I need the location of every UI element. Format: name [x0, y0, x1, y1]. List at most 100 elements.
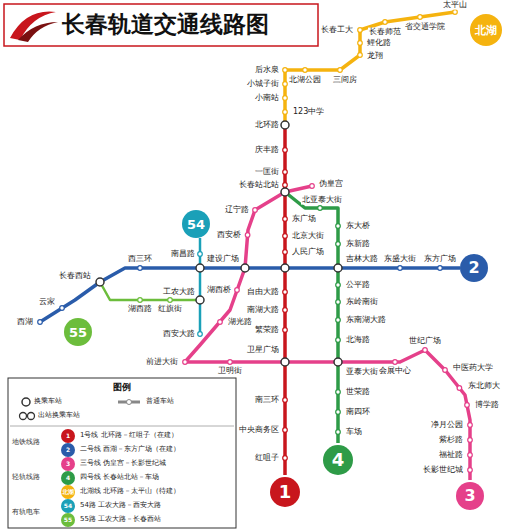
station-dot [183, 360, 188, 365]
station-dot [138, 266, 143, 271]
station-dot [283, 217, 288, 222]
transfer-symbol [20, 413, 27, 420]
station-dot [336, 430, 341, 435]
station-name: 北京大街 [291, 232, 325, 241]
station-name: 湖西路 [127, 305, 153, 314]
station-name: 世纪广场 [408, 337, 442, 346]
line-number: 北湖 [475, 25, 497, 36]
station-dot [38, 320, 43, 325]
station-name: 红咀子 [254, 454, 280, 463]
station-dot [468, 423, 473, 428]
station-dot [468, 468, 473, 473]
legend-text: 三号线 伪皇宫－长影世纪城 [80, 460, 166, 468]
station-dot [468, 453, 473, 458]
station-dot [443, 368, 448, 373]
station-dot [310, 184, 315, 189]
station-name: 中医药大学 [452, 364, 494, 373]
station-name: 工农大路 [162, 288, 196, 297]
station-name: 后水泉 [254, 66, 280, 75]
legend-text: 1号线 北环路－红咀子（在建） [80, 432, 178, 440]
station-dot [338, 68, 343, 73]
legend-swatch [61, 499, 75, 513]
transfer-ring [281, 188, 289, 196]
station-dot [336, 242, 341, 247]
station-dot [303, 68, 308, 73]
legend-swatch [61, 457, 75, 471]
station-dot [283, 428, 288, 433]
legend-swatch [61, 485, 75, 499]
station-name: 长春工大 [320, 26, 354, 35]
station-name: 车场 [345, 428, 363, 437]
station-dot [283, 328, 288, 333]
legend-swatch [61, 429, 75, 443]
legend-text: 换乘车站 [34, 398, 62, 406]
station-name: 中央商务区 [238, 426, 280, 435]
station-dot [336, 410, 341, 415]
legend-number: 54 [64, 503, 72, 509]
legend-text: 出站换乘车站 [38, 412, 80, 420]
station-dot [423, 348, 428, 353]
station-name: 小南站 [254, 94, 280, 103]
line-symbol [118, 401, 140, 404]
station-dot [336, 390, 341, 395]
transfer-ring [241, 264, 249, 272]
station-name: 卫明街 [217, 367, 243, 376]
station-dot [283, 82, 288, 87]
station-dot [198, 252, 203, 257]
station-dot [283, 308, 288, 313]
station-name: 辽宁路 [224, 206, 250, 215]
station-name: 南湖大路 [246, 306, 280, 315]
station-name: 西安大路 [162, 330, 196, 339]
station-name: 东广场 [291, 215, 317, 224]
legend-swatch [61, 513, 75, 527]
station-dot [318, 206, 323, 211]
line-badge: 北湖 [470, 14, 502, 46]
transfer-ring [334, 264, 342, 272]
route-line [285, 192, 338, 443]
station-name: 南昌路 [170, 250, 196, 259]
transfer-ring [96, 278, 104, 286]
station-name: 福祉路 [438, 451, 464, 460]
station-dot [283, 234, 288, 239]
line-badge: 4 [323, 445, 353, 475]
line-number: 54 [187, 218, 205, 231]
station-name: 123中学 [292, 108, 325, 117]
map-title: 长春轨道交通线路图 [62, 12, 269, 37]
logo [10, 12, 56, 40]
station-name: 东盛大街 [383, 255, 417, 264]
station-name: 南四环 [345, 408, 371, 417]
line-badge: 1 [270, 477, 300, 507]
transfer-symbol [28, 413, 35, 420]
station-name: 一匡街 [254, 168, 280, 177]
station-dot [218, 320, 223, 325]
station-dot [336, 224, 341, 229]
legend-category: 地铁线路 [12, 439, 40, 447]
station-name: 长春师范 [368, 28, 402, 37]
station-name: 省交通学院 [404, 23, 446, 32]
station-name: 东方广场 [423, 255, 457, 264]
station-name: 前进大街 [145, 358, 179, 367]
legend-category: 轻轨线路 [12, 474, 40, 482]
station-name: 吉林大路 [345, 255, 379, 264]
station-dot [283, 183, 288, 188]
station-dot [283, 110, 288, 115]
legend-swatch [61, 471, 75, 485]
station-name: 东新路 [345, 240, 371, 249]
legend-number: 4 [66, 475, 70, 481]
station-name: 世荣路 [345, 388, 371, 397]
station-name: 北海路 [345, 336, 371, 345]
station-name: 东大桥 [345, 222, 371, 231]
line-number: 2 [468, 260, 479, 276]
station-dot [138, 298, 143, 303]
station-name: 长春站北站 [238, 181, 280, 190]
station-dot [235, 288, 240, 293]
station-dot [465, 403, 470, 408]
station-name: 亚泰大街 [345, 368, 379, 377]
station-name: 公平路 [345, 281, 371, 290]
station-name: 北湖公园 [288, 76, 322, 85]
station-dot [383, 20, 388, 25]
legend-category: 有轨电车 [12, 509, 40, 517]
station-dot [283, 456, 288, 461]
route-line [285, 12, 455, 125]
line-badge: 54 [182, 210, 210, 238]
